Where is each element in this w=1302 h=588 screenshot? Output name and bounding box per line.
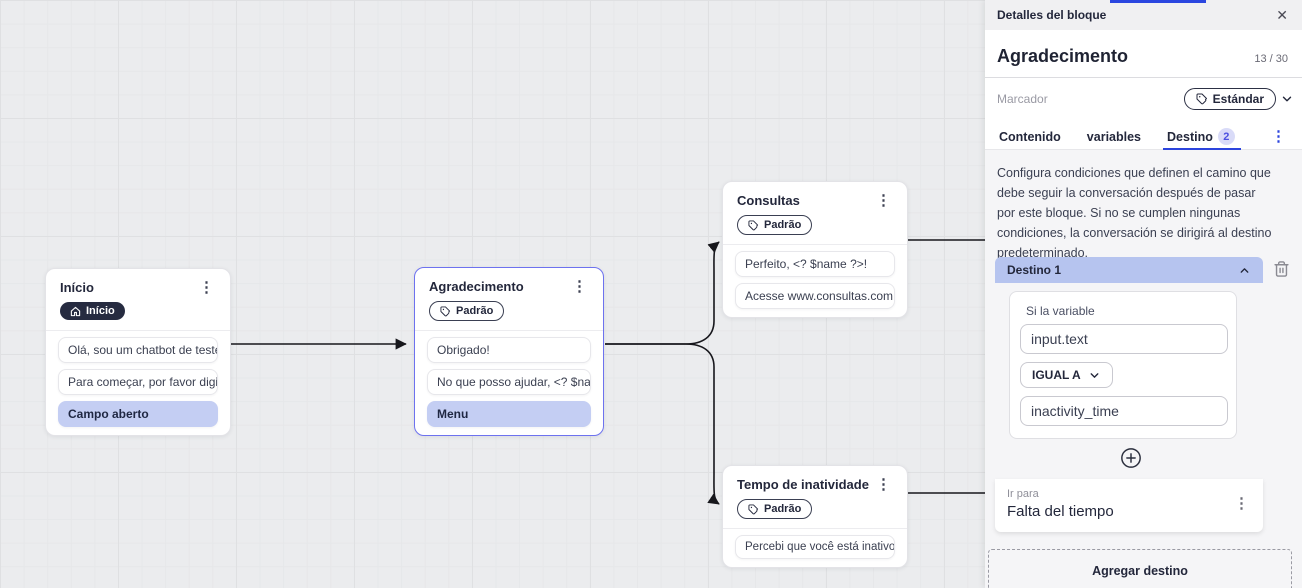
node-message[interactable]: Perfeito, <? $name ?>! (735, 250, 895, 277)
tag-icon (748, 219, 759, 230)
destination-count-badge: 2 (1217, 128, 1235, 145)
node-title: Consultas (737, 193, 800, 208)
condition-card-wrap: Si la variable IGUAL A (995, 283, 1263, 479)
node-message[interactable]: Acesse www.consultas.com par... (735, 282, 895, 309)
node-menu-icon[interactable]: ⋮ (199, 278, 214, 296)
marker-select[interactable]: Estándar (1183, 88, 1276, 110)
node-divider (723, 243, 907, 245)
tabs-menu-icon[interactable]: ⋮ (1271, 127, 1286, 145)
compare-value-input[interactable] (1020, 396, 1228, 426)
tag-icon (1196, 93, 1207, 105)
node-type-badge: Padrão (737, 215, 813, 235)
tab-variables[interactable]: variables (1086, 129, 1142, 144)
node-menu-icon[interactable]: ⋮ (876, 475, 891, 493)
node-title: Agradecimento (429, 279, 524, 294)
panel-title: Detalles del bloque (997, 8, 1107, 22)
node-type-badge: Padrão (429, 301, 505, 321)
node-message[interactable]: Para começar, por favor digite o ... (58, 368, 218, 395)
edge-agradecimento-tempo (605, 343, 720, 505)
node-menu-icon[interactable]: ⋮ (572, 277, 587, 295)
block-details-panel: Detalles del bloque ✕ Agradecimento 13 /… (985, 0, 1302, 588)
node-inicio[interactable]: Início ⋮ Início Olá, sou um chatbot de t… (45, 268, 231, 436)
edge-agradecimento-consultas (605, 241, 720, 345)
chevron-down-icon[interactable] (1280, 92, 1294, 106)
close-icon[interactable]: ✕ (1276, 6, 1288, 23)
node-divider (723, 527, 907, 529)
add-condition-icon[interactable] (1120, 447, 1142, 469)
node-title: Início (60, 280, 94, 295)
node-message[interactable]: Obrigado! (427, 336, 591, 363)
home-icon (70, 306, 81, 316)
tab-destino[interactable]: Destino 2 (1163, 124, 1241, 150)
trash-icon (1274, 261, 1289, 277)
node-agradecimento[interactable]: Agradecimento ⋮ Padrão Obrigado! No que … (414, 267, 604, 436)
goto-label: Ir para (1007, 488, 1039, 500)
node-divider (415, 329, 603, 331)
goto-row: Ir para Falta del tiempo ⋮ (995, 479, 1263, 532)
destination-description: Configura condiciones que definen el cam… (997, 166, 1272, 260)
destino-tab-content: Configura condiciones que definen el cam… (985, 150, 1302, 588)
node-open-field[interactable]: Campo aberto (58, 400, 218, 427)
node-divider (46, 329, 230, 331)
destination-1-header[interactable]: Destino 1 (995, 257, 1263, 283)
destination-1-section: Destino 1 Si la variable IGUAL A (995, 257, 1263, 532)
node-type-badge: Início (60, 302, 125, 320)
delete-destination-button[interactable] (1273, 260, 1290, 281)
condition-card: Si la variable IGUAL A (1009, 291, 1237, 439)
panel-header: Detalles del bloque ✕ (985, 0, 1302, 30)
block-name: Agradecimento (997, 46, 1129, 66)
tag-icon (440, 305, 451, 316)
goto-menu-icon[interactable]: ⋮ (1234, 495, 1249, 512)
goto-value: Falta del tiempo (1007, 503, 1114, 520)
tab-contenido[interactable]: Contenido (999, 129, 1061, 144)
tag-icon (748, 503, 759, 514)
node-message[interactable]: No que posso ajudar, <? $name ... (427, 368, 591, 395)
marker-label: Marcador (997, 92, 1048, 106)
panel-tabs: Contenido variables Destino 2 ⋮ (985, 118, 1302, 150)
add-destination-button[interactable]: Agregar destino (988, 549, 1292, 588)
variable-input[interactable] (1020, 324, 1228, 354)
node-open-field[interactable]: Menu (427, 400, 591, 427)
char-counter: 13 / 30 (1254, 53, 1288, 65)
node-title: Tempo de inatividade (737, 477, 869, 492)
node-message[interactable]: Olá, sou um chatbot de teste! (58, 336, 218, 363)
node-consultas[interactable]: Consultas ⋮ Padrão Perfeito, <? $name ?>… (722, 181, 908, 318)
chevron-up-icon[interactable] (1238, 264, 1251, 277)
chevron-down-icon (1090, 372, 1099, 378)
node-type-badge: Padrão (737, 499, 813, 519)
node-message[interactable]: Percebi que você está inativo. C... (735, 534, 895, 559)
operator-select[interactable]: IGUAL A (1020, 362, 1113, 388)
node-tempo-inatividade[interactable]: Tempo de inatividade ⋮ Padrão Percebi qu… (722, 465, 908, 568)
condition-label: Si la variable (1026, 304, 1095, 318)
top-tab-indicator (1110, 0, 1206, 3)
node-menu-icon[interactable]: ⋮ (876, 191, 891, 209)
